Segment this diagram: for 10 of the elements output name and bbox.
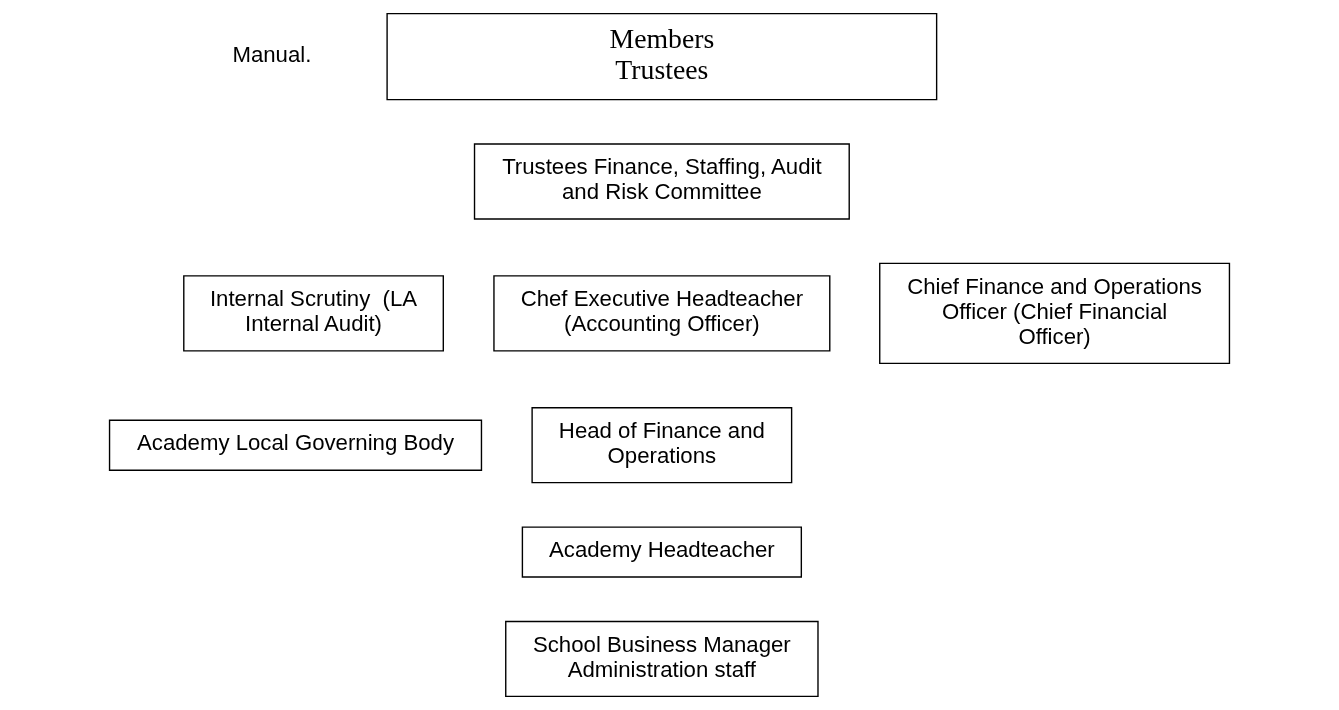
node-box: Academy Headteacher [521, 526, 803, 578]
node-box: School Business Manager Administration staff [505, 620, 819, 698]
label: Manual. [232, 41, 312, 67]
node-box: Academy Local Governing Body [108, 419, 483, 471]
node-box: Trustees Finance, Staffing, Audit and Risk Committee [473, 143, 850, 220]
node-box: Head of Finance and Operations [531, 407, 793, 484]
node-box: Members Trustees [386, 12, 938, 101]
node-box: Chief Finance and Operations Officer (Chief Financial Officer) [879, 262, 1231, 365]
node-box: Internal Scrutiny (LA Internal Audit) [183, 275, 444, 352]
node-box: Chef Executive Headteacher (Accounting Officer) [493, 275, 831, 352]
